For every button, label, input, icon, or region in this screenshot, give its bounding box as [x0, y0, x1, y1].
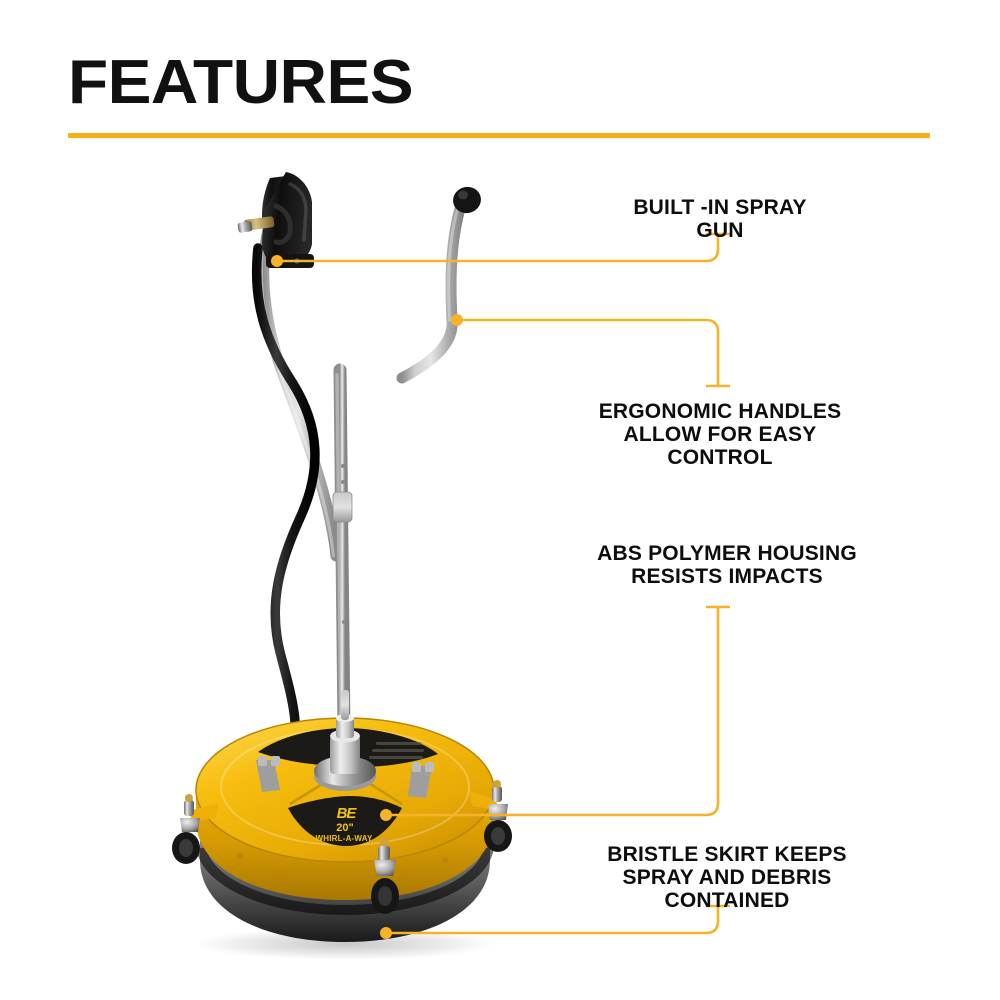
callout-label-bristle-skirt: BRISTLE SKIRT KEEPS SPRAY AND DEBRIS CON…	[552, 843, 902, 912]
inlet-stem	[341, 690, 349, 720]
callout-1-line-1: BUILT -IN SPRAY	[633, 196, 807, 219]
ground-shadow	[195, 928, 495, 960]
gun-pivot-bolt	[278, 258, 284, 264]
housing-rim-bolts	[237, 853, 448, 883]
callout-2-line-2: ALLOW FOR EASY	[623, 423, 817, 446]
callout-4-line-1: BRISTLE SKIRT KEEPS	[607, 843, 847, 866]
model-label: WHIRL-A-WAY	[315, 834, 372, 843]
center-swivel-hub	[314, 690, 376, 791]
callout-label-built-in-spray-gun: BUILT -IN SPRAY GUN	[565, 196, 875, 242]
callout-3-line-1: ABS POLYMER HOUSING	[597, 542, 857, 565]
caster-left	[172, 794, 218, 864]
brand-logo: BE	[337, 805, 358, 822]
callout-2-line-3: CONTROL	[667, 446, 773, 469]
shaft-collar	[332, 491, 353, 523]
size-label: 20"	[336, 822, 353, 834]
callout-2-line-1: ERGONOMIC HANDLES	[598, 400, 842, 423]
page-title: FEATURES	[68, 48, 414, 117]
abs-polymer-housing: BE 20" WHIRL-A-WAY	[172, 690, 512, 942]
callout-1-line-2: GUN	[696, 219, 744, 242]
housing-panel-rear-left	[258, 728, 345, 766]
spray-gun	[237, 172, 314, 268]
handle-grip-cap	[453, 186, 481, 214]
caster-front	[371, 837, 399, 914]
callout-4-line-2: SPRAY AND DEBRIS	[622, 866, 832, 889]
handle-mount-left	[256, 756, 280, 792]
title-divider	[68, 133, 930, 138]
callout-4-line-3: CONTAINED	[664, 889, 790, 912]
callout-3-line-2: RESISTS IMPACTS	[631, 565, 823, 588]
housing-vent-slots	[369, 742, 424, 759]
product-illustration: BE 20" WHIRL-A-WAY	[172, 172, 512, 960]
housing-brand-panel	[288, 796, 402, 846]
callout-label-abs-polymer-housing: ABS POLYMER HOUSING RESISTS IMPACTS	[552, 542, 902, 588]
callout-label-ergonomic-handles: ERGONOMIC HANDLES ALLOW FOR EASY CONTROL	[545, 400, 895, 469]
